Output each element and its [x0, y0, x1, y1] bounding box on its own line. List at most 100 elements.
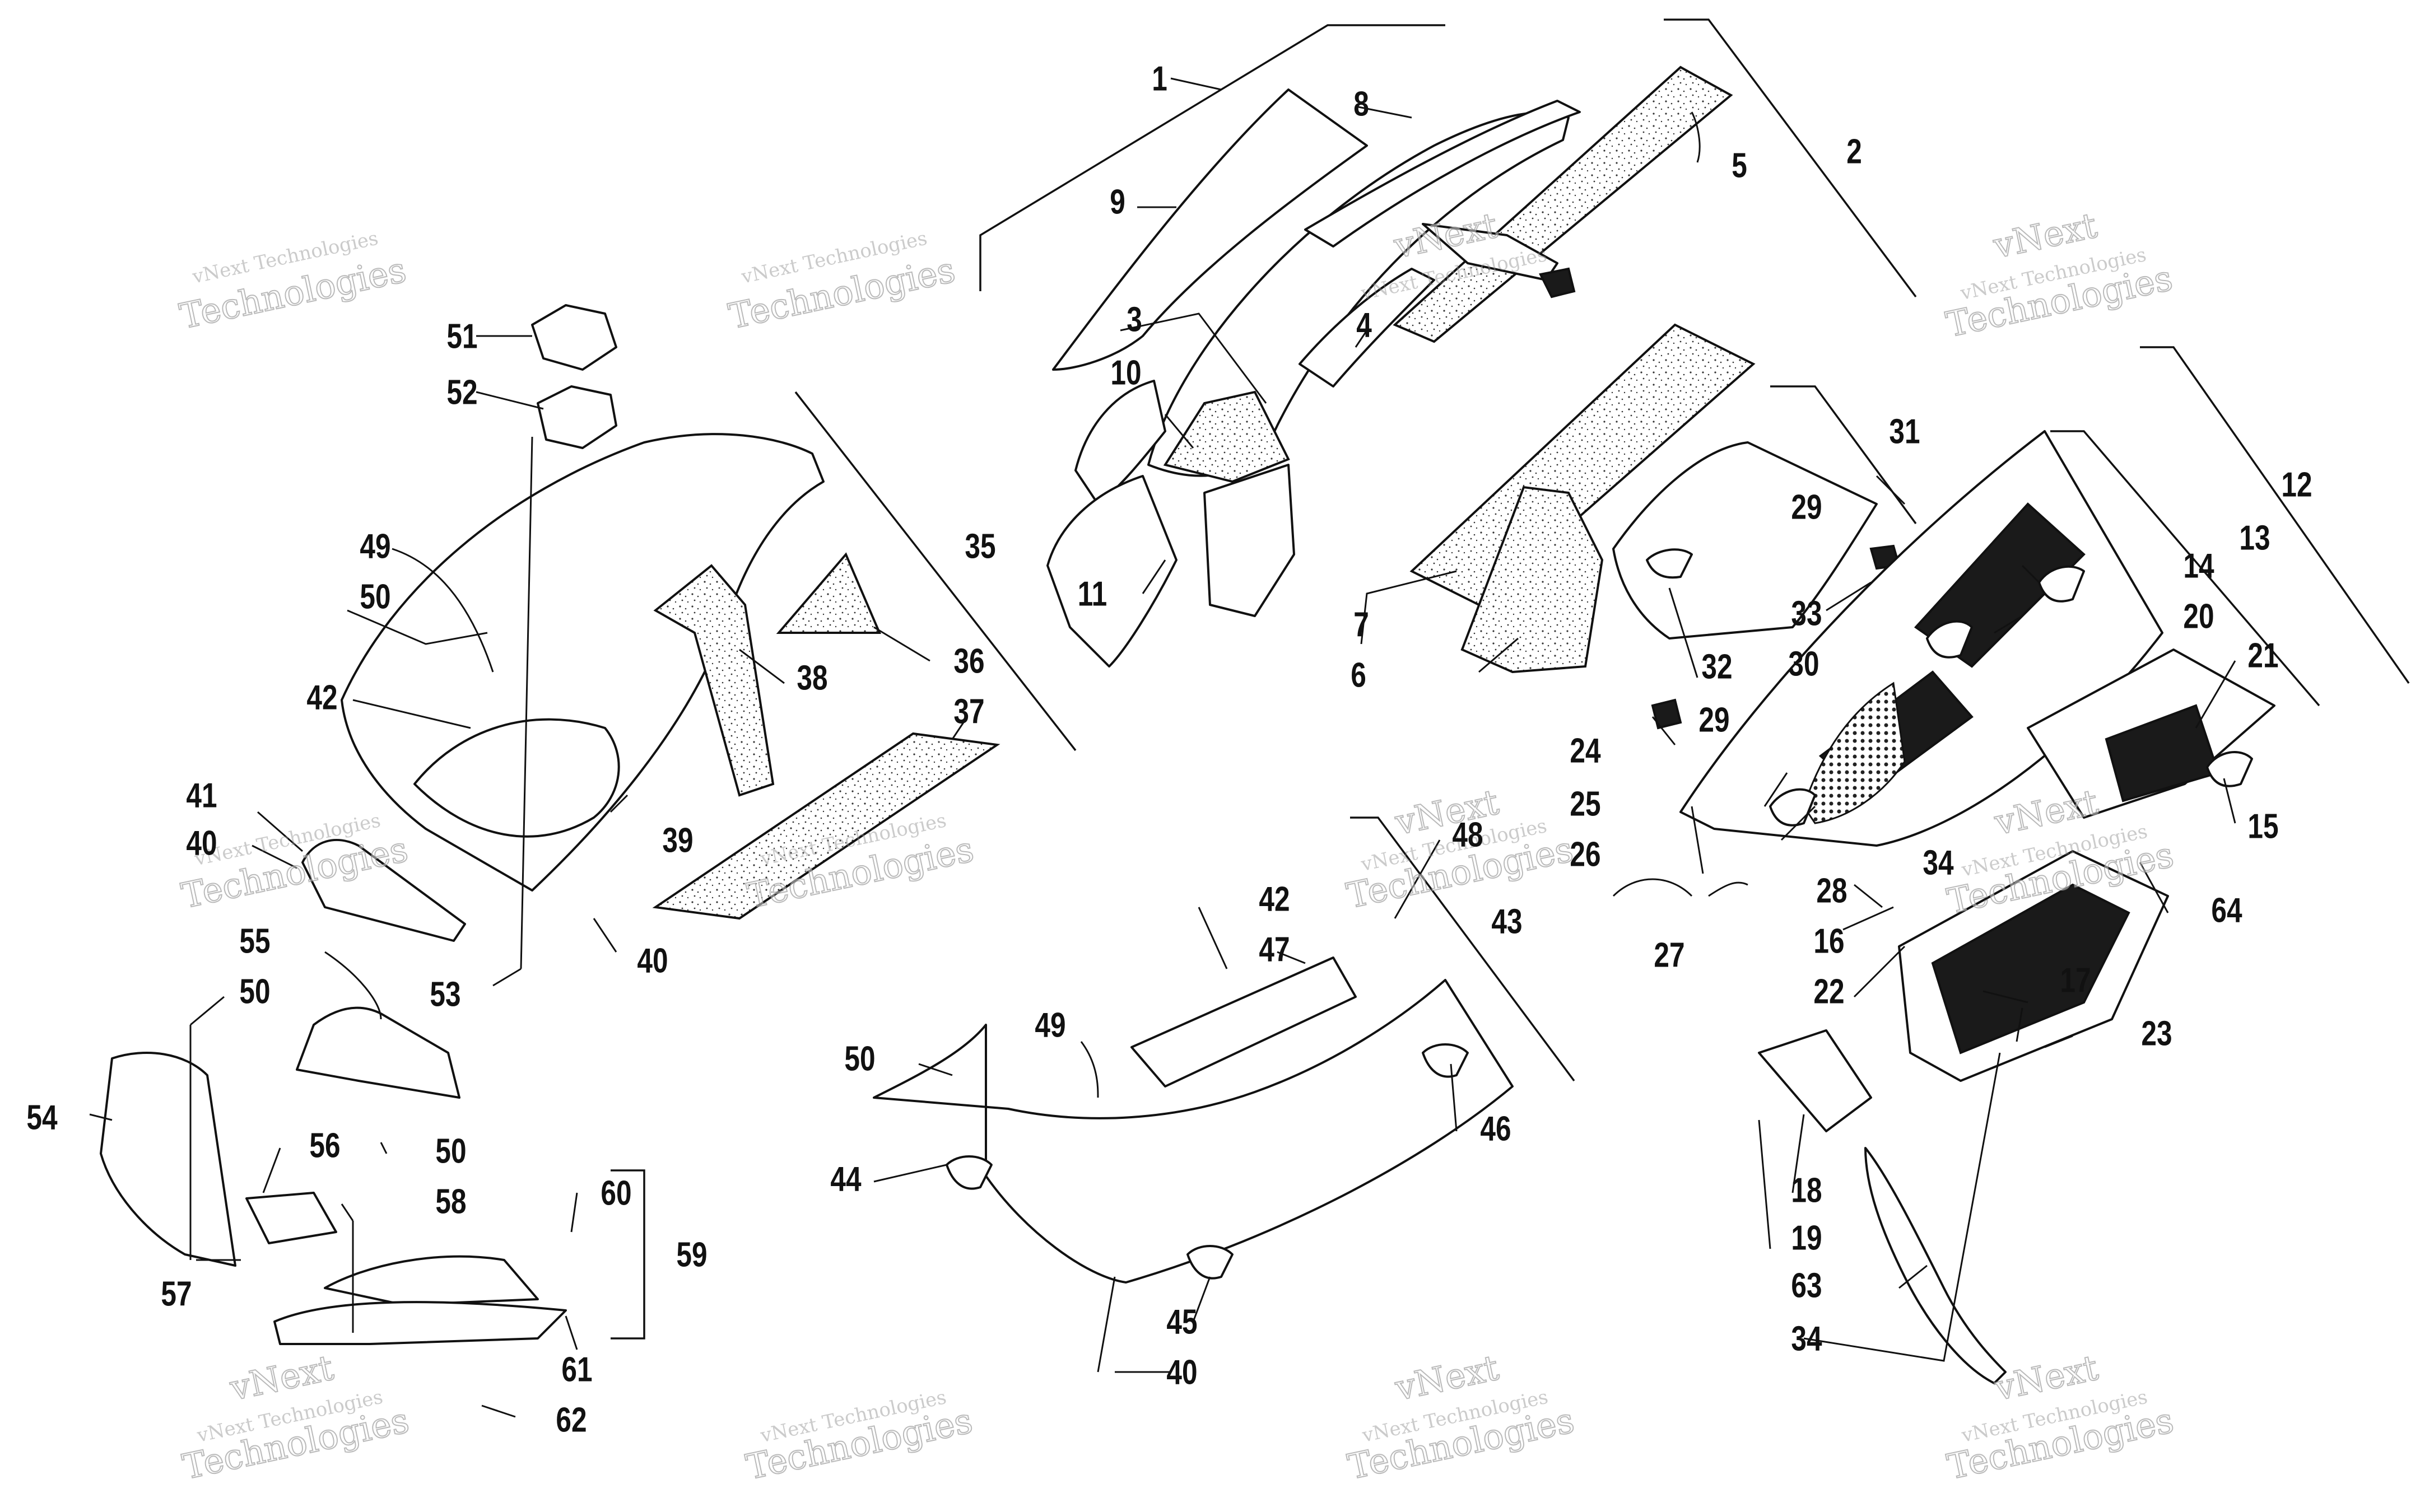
- callout-6: 6: [1351, 655, 1366, 694]
- panel-11: [1046, 475, 1178, 668]
- watermark-1: vNext Technologies Technologies: [176, 227, 411, 337]
- watermark-2: vNext Technologies Technologies: [725, 227, 960, 337]
- callout-50-mid: 50: [435, 1131, 466, 1170]
- callout-23: 23: [2141, 1014, 2172, 1053]
- foam-5: [1393, 66, 1733, 343]
- callout-37: 37: [953, 692, 984, 731]
- callout-labels: 1 2 3 4 5 6 7 8 9 10 11 12 13 14 15 16 1…: [26, 59, 2312, 1439]
- hood-rail-4: [1299, 268, 1435, 388]
- callout-34-top: 34: [1923, 843, 1953, 882]
- callout-25: 25: [1570, 784, 1600, 823]
- panel-41: [301, 839, 466, 942]
- callout-29-top: 29: [1791, 487, 1822, 526]
- callout-22: 22: [1813, 972, 1844, 1011]
- hood-group: [979, 18, 1917, 674]
- callout-45: 45: [1166, 1302, 1197, 1341]
- bracket-43: [1350, 816, 1575, 1082]
- callout-62: 62: [556, 1400, 587, 1439]
- gasket-51: [531, 304, 617, 371]
- callout-2: 2: [1846, 132, 1862, 171]
- watermarks: vNext Technologies Technologies vNext Te…: [176, 204, 2178, 1488]
- foam-3: [1163, 390, 1290, 483]
- callout-44: 44: [830, 1159, 861, 1198]
- callout-50-left: 50: [360, 577, 390, 616]
- side-guard-47: [1130, 956, 1357, 1088]
- callout-36: 36: [953, 641, 984, 680]
- callout-19: 19: [1791, 1218, 1822, 1257]
- box-56: [245, 1192, 337, 1244]
- callout-60: 60: [601, 1173, 631, 1212]
- leader-lines: [89, 77, 2236, 1418]
- callout-10: 10: [1110, 353, 1141, 392]
- callout-41: 41: [186, 776, 217, 815]
- callout-40-left: 40: [186, 823, 217, 862]
- foam-38: [653, 564, 775, 797]
- rod-53: [520, 436, 533, 969]
- panel-63: [1864, 1147, 2007, 1384]
- callout-42-left: 42: [306, 678, 337, 717]
- callout-39: 39: [662, 820, 693, 860]
- belly-pan-group: [873, 816, 1575, 1373]
- console-inner: [413, 718, 620, 838]
- watermark-4: vNext vNext Technologies Technologies: [1942, 204, 2177, 346]
- callout-51: 51: [446, 316, 477, 356]
- cover-59: [324, 1255, 539, 1306]
- callout-18: 18: [1791, 1170, 1822, 1210]
- vent-46: [1422, 1043, 1469, 1078]
- nose-group: [1612, 346, 2410, 1384]
- lower-left-group: [100, 1006, 645, 1345]
- callout-15: 15: [2247, 806, 2278, 846]
- callout-55: 55: [239, 921, 270, 960]
- watermark-11: vNext vNext Technologies Technologies: [1344, 1346, 1579, 1488]
- callout-27: 27: [1654, 935, 1684, 974]
- callout-33: 33: [1791, 594, 1822, 633]
- callout-54: 54: [26, 1098, 57, 1137]
- panel-55: [296, 1006, 460, 1099]
- callout-46: 46: [1480, 1109, 1511, 1148]
- logo-panel-23: [1931, 883, 2130, 1054]
- mesh-30: [1803, 682, 1906, 824]
- callout-1: 1: [1152, 59, 1167, 98]
- console-group: [301, 304, 1077, 969]
- callout-47: 47: [1259, 930, 1290, 969]
- bracket-1: [979, 24, 1445, 291]
- callout-48: 48: [1452, 815, 1483, 854]
- callout-3: 3: [1127, 300, 1142, 339]
- foam-36: [776, 552, 882, 634]
- bracket-piece: [1203, 464, 1295, 617]
- callout-11: 11: [1078, 574, 1107, 613]
- foam-7: [1409, 323, 1756, 606]
- foam-6: [1460, 486, 1604, 674]
- callout-59: 59: [676, 1235, 707, 1274]
- callout-5: 5: [1732, 146, 1747, 185]
- callout-50-bottom: 50: [844, 1039, 875, 1078]
- callout-53: 53: [430, 974, 460, 1014]
- vent-45: [1186, 1245, 1234, 1280]
- grille-18: [1758, 1029, 1872, 1132]
- cable-26: [1612, 878, 1693, 897]
- callout-29-bottom: 29: [1698, 700, 1729, 739]
- callout-4: 4: [1356, 305, 1372, 344]
- callout-58: 58: [435, 1182, 466, 1221]
- callout-52: 52: [446, 372, 477, 412]
- callout-63: 63: [1791, 1266, 1822, 1305]
- callout-57: 57: [161, 1274, 192, 1313]
- callout-50-top: 50: [239, 972, 270, 1011]
- callout-28: 28: [1816, 871, 1847, 910]
- cable-27: [1708, 881, 1748, 897]
- callout-64: 64: [2211, 890, 2242, 930]
- bracket-13: [2050, 430, 2320, 707]
- cutout-32: [1646, 548, 1693, 579]
- callout-42-bottom: 42: [1259, 879, 1290, 918]
- vent-29-bottom: [1769, 788, 1816, 827]
- callout-34-bottom: 34: [1791, 1319, 1822, 1358]
- cover-lower-59: [273, 1301, 567, 1345]
- callout-7: 7: [1353, 605, 1369, 644]
- callout-17: 17: [2060, 960, 2091, 1000]
- gasket-52: [537, 385, 617, 449]
- bracket-35: [794, 391, 1077, 752]
- callout-13: 13: [2239, 518, 2270, 557]
- callout-8: 8: [1353, 84, 1369, 123]
- vent-29-top: [1926, 620, 1973, 659]
